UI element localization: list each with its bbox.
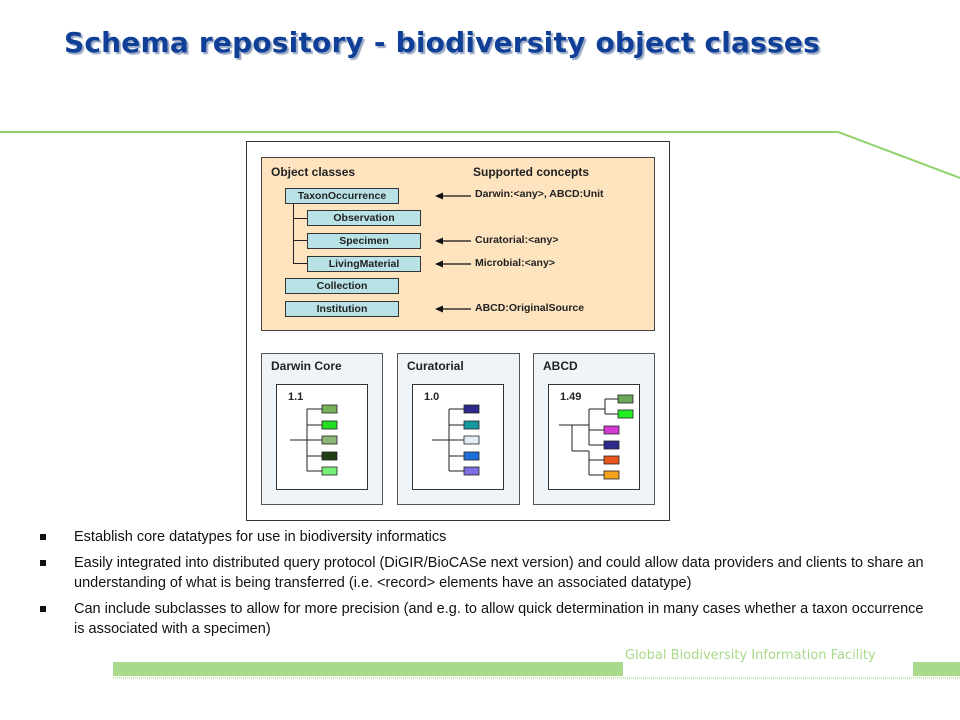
schema-element (463, 466, 480, 476)
schema-element (603, 425, 620, 435)
bullet-list: Establish core datatypes for use in biod… (34, 527, 934, 645)
schema-element (617, 409, 634, 419)
class-specimen: Specimen (307, 233, 421, 249)
schema-element (617, 394, 634, 404)
schema-element (321, 451, 338, 461)
schema-tree-darwin-core (290, 404, 338, 476)
schema-element (321, 404, 338, 414)
schema-version: 1.49 (560, 391, 582, 403)
schema-element (603, 440, 620, 450)
schema-version-box: 1.1 (276, 384, 368, 490)
concept-specimen: Curatorial:<any> (475, 234, 559, 246)
footer-text: Global Biodiversity Information Facility (625, 648, 876, 663)
schema-version: 1.0 (424, 391, 440, 403)
schema-element (321, 466, 338, 476)
bullet-text: Establish core datatypes for use in biod… (74, 529, 447, 545)
class-collection: Collection (285, 278, 399, 294)
arrow-living-material (435, 260, 471, 268)
tree-branch-observation (293, 218, 307, 219)
supported-concepts-header: Supported concepts (473, 165, 590, 179)
schema-abcd: ABCD 1.49 (533, 353, 655, 505)
schema-element (603, 470, 620, 480)
tree-branch-specimen (293, 240, 307, 241)
schema-name: Curatorial (407, 359, 464, 373)
object-classes-header: Object classes (271, 165, 356, 179)
arrow-specimen (435, 237, 471, 245)
schema-curatorial: Curatorial 1.0 (397, 353, 520, 505)
bullet-text: Easily integrated into distributed query… (74, 555, 924, 591)
class-institution: Institution (285, 301, 399, 317)
bullet-text: Can include subclasses to allow for more… (74, 601, 924, 637)
schema-version-box: 1.49 (548, 384, 640, 490)
slide-title: Schema repository - biodiversity object … (64, 26, 820, 59)
schema-element (463, 420, 480, 430)
class-taxon-occurrence: TaxonOccurrence (285, 188, 399, 204)
concept-institution: ABCD:OriginalSource (475, 302, 585, 314)
object-classes-panel: Object classes Supported concepts TaxonO… (261, 157, 655, 331)
schema-element (321, 420, 338, 430)
bullet-item: Establish core datatypes for use in biod… (34, 527, 934, 547)
schema-element (603, 455, 620, 465)
class-living-material: LivingMaterial (307, 256, 421, 272)
bullet-square-icon (40, 560, 46, 566)
class-tree-trunk (293, 203, 294, 264)
schema-version-box: 1.0 (412, 384, 504, 490)
bullet-item: Easily integrated into distributed query… (34, 553, 934, 593)
schema-element (463, 404, 480, 414)
bullet-square-icon (40, 606, 46, 612)
schema-element (321, 435, 338, 445)
bullet-item: Can include subclasses to allow for more… (34, 599, 934, 639)
schema-darwin-core: Darwin Core 1.1 (261, 353, 383, 505)
schema-tree-abcd (559, 394, 634, 480)
bullet-square-icon (40, 534, 46, 540)
schema-version: 1.1 (288, 391, 304, 403)
top-accent-line (0, 131, 960, 179)
arrow-taxon-occurrence (435, 192, 471, 200)
schema-name: ABCD (543, 359, 578, 373)
schema-element (463, 451, 480, 461)
schema-name: Darwin Core (271, 359, 342, 373)
footer-bar (113, 662, 960, 679)
class-observation: Observation (307, 210, 421, 226)
schema-tree-curatorial (432, 404, 480, 476)
arrow-institution (435, 305, 471, 313)
concept-taxon-occurrence: Darwin:<any>, ABCD:Unit (475, 188, 604, 200)
schema-element (463, 435, 480, 445)
schema-diagram: Object classes Supported concepts TaxonO… (246, 141, 670, 521)
tree-branch-living-material (293, 263, 307, 264)
concept-living-material: Microbial:<any> (475, 257, 555, 269)
